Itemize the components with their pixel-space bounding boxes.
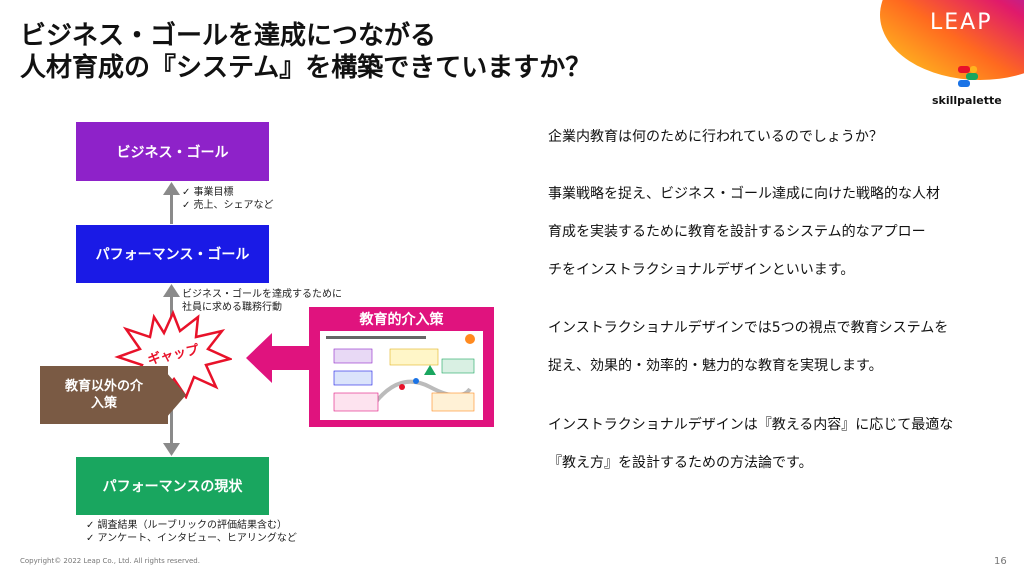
- arrow-up-icon: [163, 182, 180, 195]
- body-p2-line1: 事業戦略を捉え、ビジネス・ゴール達成に向けた戦略的な人材: [548, 186, 940, 202]
- current-note-2: ✓ アンケート、インタビュー、ヒアリングなど: [86, 533, 297, 544]
- performance-goal-notes: ビジネス・ゴールを達成するために 社員に求める職務行動: [182, 288, 342, 314]
- non-education-line2: 入策: [90, 396, 117, 411]
- skillpalette-logo-icon: [958, 66, 978, 87]
- current-note-1: ✓ 調査結果（ルーブリックの評価結果含む）: [86, 520, 287, 531]
- copyright: Copyright© 2022 Leap Co., Ltd. All right…: [20, 557, 200, 565]
- skillpalette-logo-text: skillpalette: [932, 94, 1002, 107]
- education-intervention-title: 教育的介入策: [359, 312, 444, 328]
- leap-logo-gradient: [880, 0, 1024, 80]
- instructional-design-thumbnail: [320, 331, 483, 420]
- slide-title-line2: 人材育成の『システム』を構築できていますか？: [20, 53, 592, 83]
- business-goal-box: ビジネス・ゴール: [76, 122, 269, 181]
- performance-note-1: ビジネス・ゴールを達成するために: [182, 289, 342, 300]
- non-education-intervention-box: 教育以外の介 入策: [40, 366, 168, 424]
- body-p2-line2: 育成を実装するために教育を設計するシステム的なアプロー: [548, 224, 926, 240]
- business-note-2: ✓ 売上、シェアなど: [182, 200, 274, 211]
- current-performance-box: パフォーマンスの現状: [76, 457, 269, 515]
- body-p4-line2: 『教え方』を設計するための方法論です。: [548, 455, 813, 471]
- page-number: 16: [994, 556, 1007, 567]
- arrow-up-icon-2: [163, 284, 180, 297]
- intervention-arrow-icon: [246, 333, 312, 383]
- arrow-perf-to-biz-line: [170, 192, 173, 224]
- body-p3-line2: 捉え、効果的・効率的・魅力的な教育を実現します。: [548, 358, 883, 374]
- arrow-down-icon: [163, 443, 180, 456]
- current-performance-notes: ✓ 調査結果（ルーブリックの評価結果含む） ✓ アンケート、インタビュー、ヒアリ…: [86, 519, 297, 545]
- body-p4-line1: インストラクショナルデザインは『教える内容』に応じて最適な: [548, 417, 954, 433]
- business-goal-notes: ✓ 事業目標 ✓ 売上、シェアなど: [182, 186, 274, 212]
- leap-logo-text: LEAP: [930, 10, 993, 35]
- slide-title: ビジネス・ゴールを達成につながる 人材育成の『システム』を構築できていますか？: [20, 20, 591, 84]
- body-p3-line1: インストラクショナルデザインでは5つの視点で教育システムを: [548, 320, 949, 336]
- performance-note-2: 社員に求める職務行動: [182, 302, 282, 313]
- non-education-arrow-head: [166, 372, 186, 418]
- performance-goal-box: パフォーマンス・ゴール: [76, 225, 269, 283]
- body-p2-line3: チをインストラクショナルデザインといいます。: [548, 262, 855, 278]
- business-note-1: ✓ 事業目標: [182, 187, 234, 198]
- non-education-line1: 教育以外の介: [64, 379, 143, 394]
- body-question: 企業内教育は何のために行われているのでしょうか？: [548, 129, 883, 145]
- slide-title-line1: ビジネス・ゴールを達成につながる: [20, 21, 437, 51]
